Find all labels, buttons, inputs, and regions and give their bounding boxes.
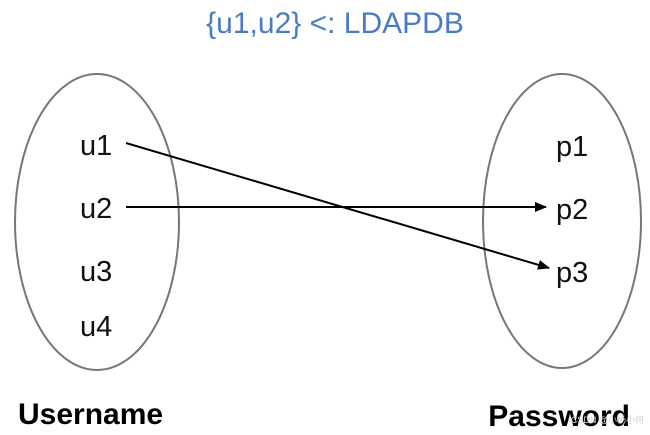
password-item-p3: p3 bbox=[556, 257, 588, 289]
username-item-u2: u2 bbox=[80, 193, 112, 225]
password-set-ellipse bbox=[482, 73, 642, 369]
username-item-u4: u4 bbox=[80, 311, 112, 343]
password-item-p2: p2 bbox=[556, 194, 588, 226]
watermark-text: CSDN @小杨小何 bbox=[571, 414, 644, 425]
username-set-label: Username bbox=[18, 398, 163, 431]
username-set-ellipse bbox=[14, 73, 180, 371]
password-item-p1: p1 bbox=[556, 131, 588, 163]
arrow-u1-to-p3 bbox=[125, 142, 550, 270]
diagram-title: {u1,u2} <: LDAPDB bbox=[206, 7, 464, 40]
username-item-u1: u1 bbox=[80, 130, 112, 162]
password-set-label: Password bbox=[488, 400, 630, 433]
username-item-u3: u3 bbox=[80, 256, 112, 288]
